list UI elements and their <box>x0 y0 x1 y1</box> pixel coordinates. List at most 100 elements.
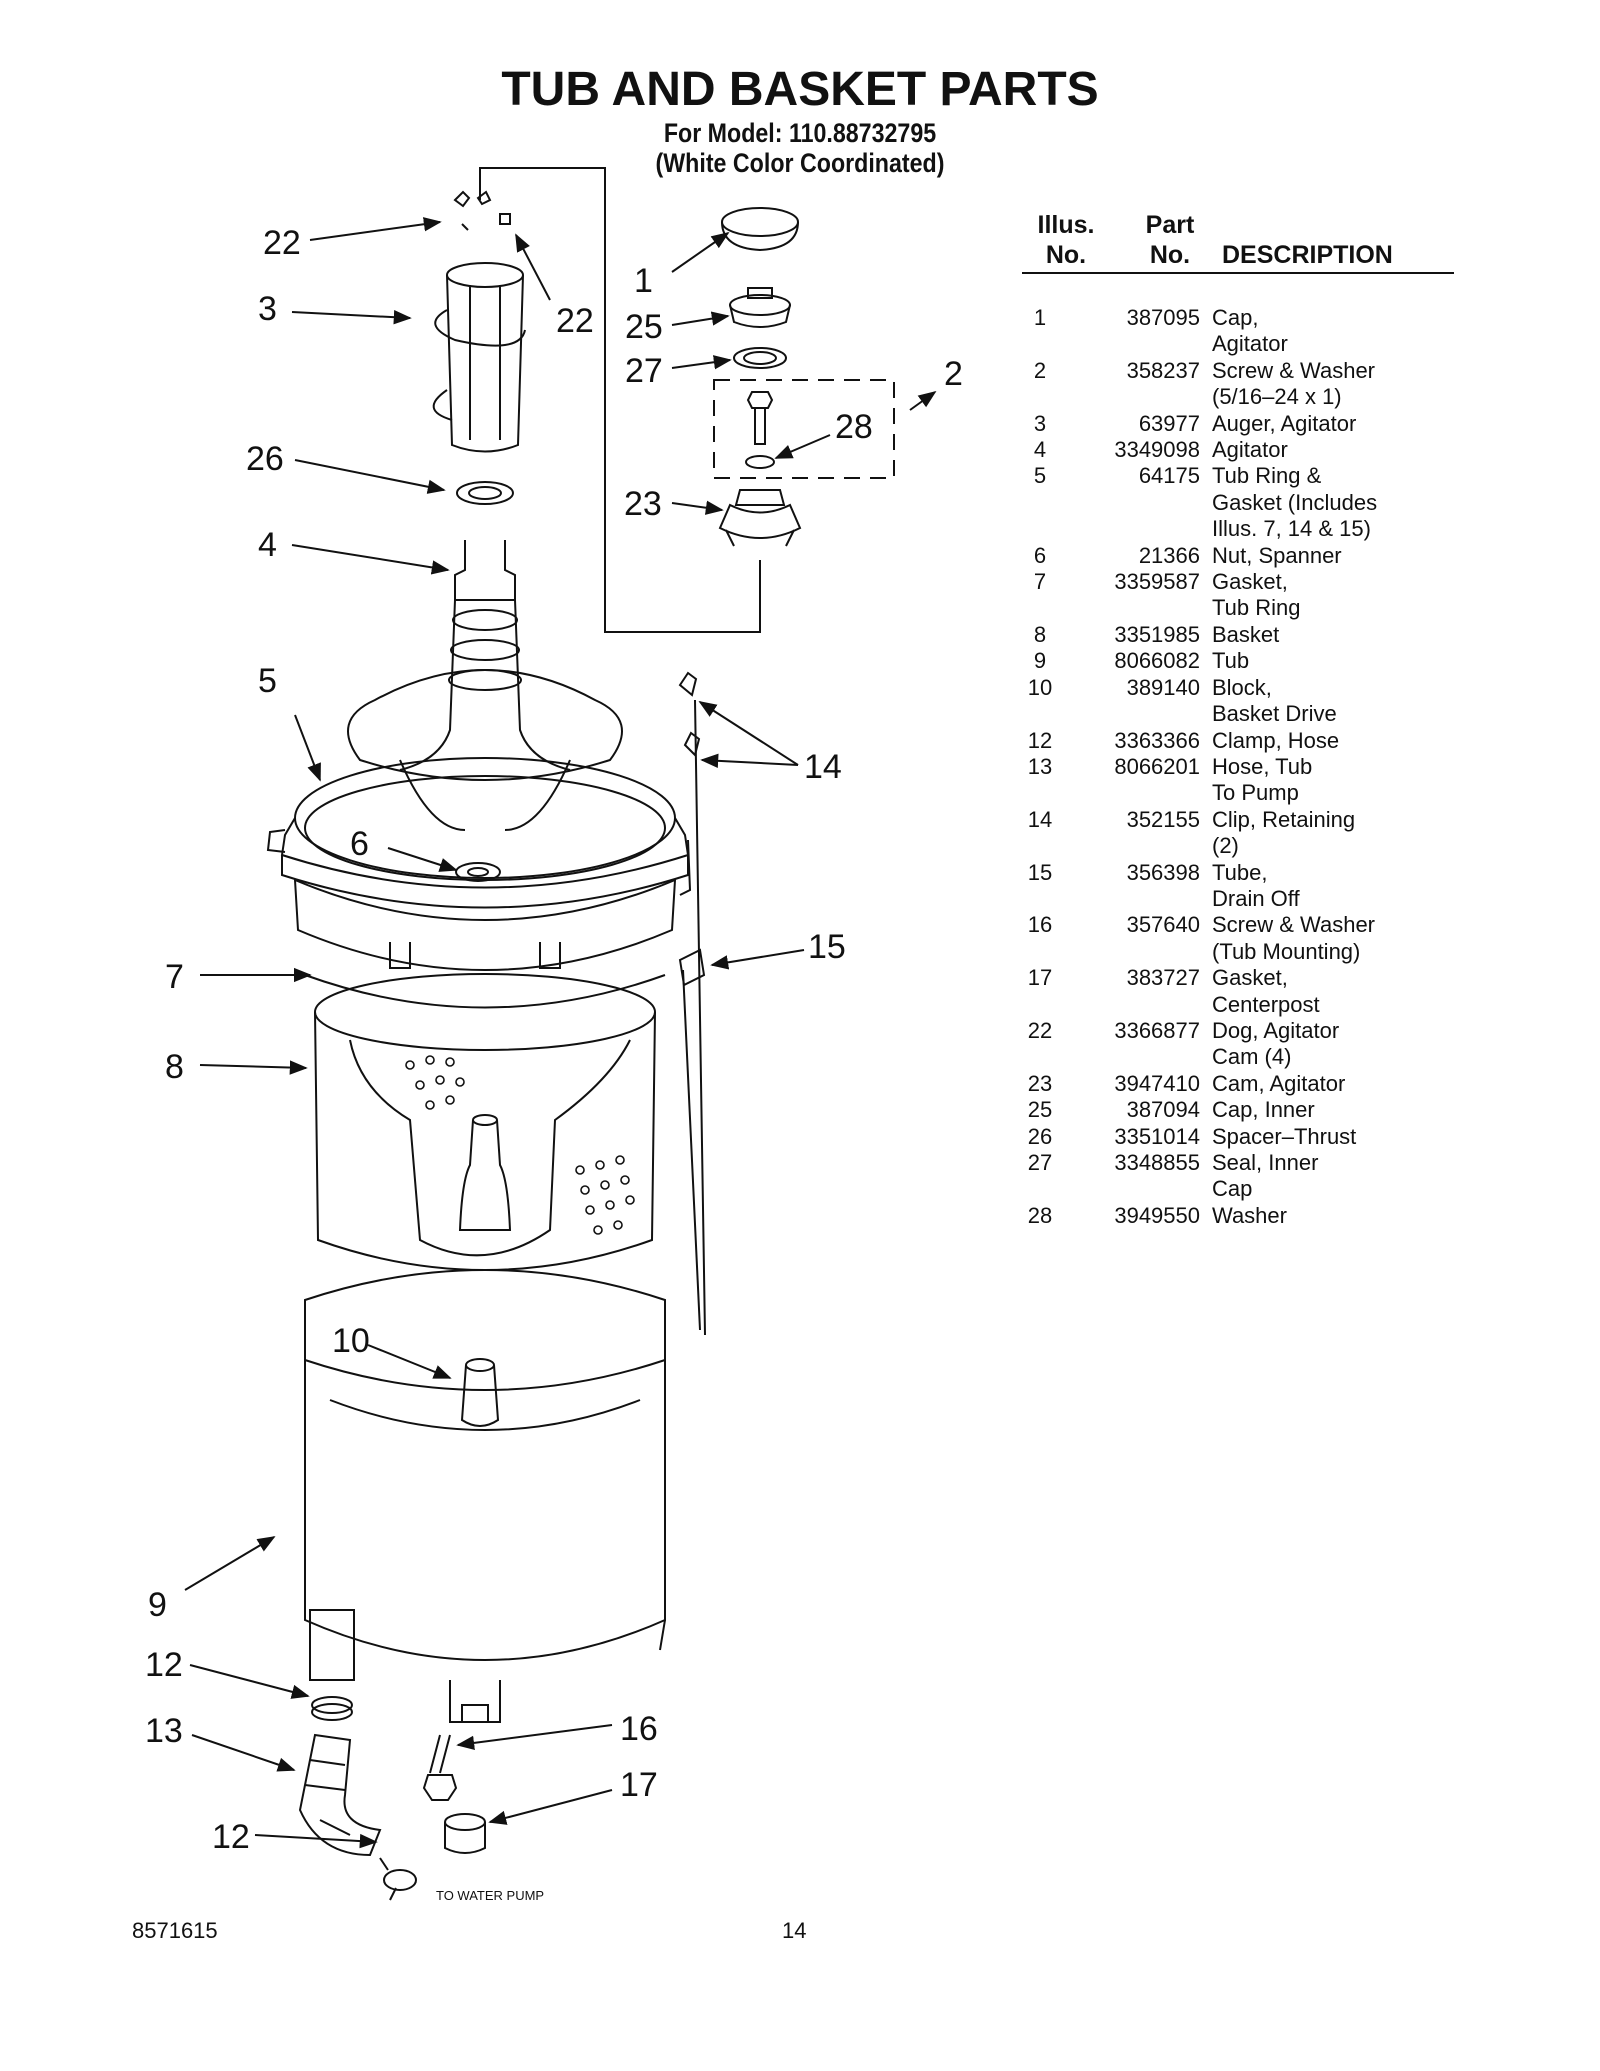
page-number: 14 <box>782 1918 807 1943</box>
agitator-cap-part <box>721 207 799 252</box>
part-description: Cap, Inner <box>1212 1097 1315 1123</box>
parts-row: 5 64175 Tub Ring & Gasket (Includes Illus.… <box>1010 463 1450 542</box>
callout-3: 3 <box>258 290 277 328</box>
basket-perforations <box>405 1055 635 1235</box>
illus-number: 17 <box>1027 965 1053 991</box>
drain-tube-part <box>678 699 706 1336</box>
part-number: 3351985 <box>1114 621 1200 647</box>
illus-number: 28 <box>1027 1202 1053 1228</box>
illus-number: 8 <box>1033 621 1047 647</box>
callout-26: 26 <box>246 440 284 478</box>
part-description: Cap, Agitator <box>1212 305 1288 357</box>
hose-clamp-lower-part <box>379 1857 417 1901</box>
part-description: Hose, Tub To Pump <box>1212 753 1313 806</box>
part-number: 389140 <box>1126 674 1200 700</box>
illus-number: 5 <box>1033 463 1047 489</box>
callout-9: 9 <box>148 1586 167 1624</box>
agitator-dog-parts <box>453 190 511 231</box>
part-number: 64175 <box>1138 463 1200 489</box>
part-description: Auger, Agitator <box>1212 410 1357 436</box>
illus-number: 14 <box>1027 806 1053 832</box>
part-number: 21366 <box>1138 542 1200 568</box>
inner-cap-part <box>729 287 791 328</box>
parts-row: 27 3348855 Seal, Inner Cap <box>1010 1150 1450 1203</box>
parts-row: 3 63977 Auger, Agitator <box>1010 411 1450 437</box>
illus-number: 1 <box>1033 305 1047 330</box>
part-description: Seal, Inner Cap <box>1212 1150 1319 1202</box>
tub-hose-part <box>298 1733 382 1857</box>
callout-5: 5 <box>258 662 277 700</box>
tub-ring-gasket-part <box>293 878 677 1009</box>
part-number: 3349098 <box>1114 437 1200 463</box>
model-line: For Model: 110.88732795 <box>663 118 937 148</box>
illus-number: 2 <box>1033 357 1047 383</box>
part-number: 3363366 <box>1114 727 1200 753</box>
part-number: 63977 <box>1138 410 1200 436</box>
part-description: Gasket, Tub Ring <box>1212 569 1301 621</box>
part-description: Screw & Washer (5/16–24 x 1) <box>1212 357 1376 410</box>
illus-number: 27 <box>1027 1150 1053 1175</box>
part-description: Cam, Agitator <box>1212 1070 1346 1096</box>
callout-14: 14 <box>804 748 842 786</box>
col-illus-header: Illus. No. <box>1037 211 1095 269</box>
part-description: Screw & Washer (Tub Mounting) <box>1212 912 1376 964</box>
agitator-part <box>347 540 623 831</box>
part-number: 356398 <box>1126 859 1200 885</box>
illus-number: 16 <box>1027 912 1053 938</box>
callout-15: 15 <box>808 928 846 966</box>
callout-22-right: 22 <box>556 302 594 340</box>
callout-22-left: 22 <box>263 224 301 262</box>
doc-number: 8571615 <box>132 1918 218 1943</box>
auger-part <box>432 262 526 453</box>
parts-row: 15 356398 Tube, Drain Off <box>1010 860 1450 913</box>
callout-17: 17 <box>620 1766 658 1804</box>
callout-28: 28 <box>835 408 873 446</box>
tub-ring-part <box>266 757 692 909</box>
part-description: Washer <box>1212 1202 1287 1228</box>
callout-1: 1 <box>634 262 653 300</box>
callout-13: 13 <box>145 1712 183 1750</box>
part-number: 3348855 <box>1114 1150 1200 1175</box>
screw-part <box>746 391 774 445</box>
part-description: Gasket, Centerpost <box>1212 965 1320 1017</box>
callout-12-lower: 12 <box>212 1818 250 1856</box>
thrust-spacer-part <box>456 481 514 505</box>
illus-number: 10 <box>1027 674 1053 700</box>
part-description: Clamp, Hose <box>1212 727 1340 753</box>
part-description: Tub Ring & Gasket (Includes Illus. 7, 14… <box>1212 463 1378 542</box>
part-description: Tub <box>1212 648 1250 674</box>
callout-2: 2 <box>944 355 963 393</box>
part-description: Spacer–Thrust <box>1212 1123 1357 1149</box>
part-number: 8066201 <box>1114 753 1200 779</box>
callout-10: 10 <box>332 1322 370 1360</box>
illus-number: 25 <box>1027 1097 1053 1123</box>
part-number: 387095 <box>1126 305 1200 330</box>
part-number: 352155 <box>1126 806 1200 832</box>
col-desc-header: DESCRIPTION <box>1222 241 1393 269</box>
basket-drive-block-part <box>460 1358 500 1427</box>
illus-number: 15 <box>1027 859 1053 885</box>
part-description: Block, Basket Drive <box>1212 674 1337 727</box>
callout-6: 6 <box>350 825 369 863</box>
illus-number: 22 <box>1027 1017 1053 1043</box>
part-description: Tube, Drain Off <box>1212 859 1300 911</box>
part-number: 3947410 <box>1114 1070 1200 1096</box>
illus-number: 26 <box>1027 1123 1053 1149</box>
part-number: 3359587 <box>1114 569 1200 595</box>
illus-number: 3 <box>1033 410 1047 436</box>
part-number: 3351014 <box>1114 1123 1200 1149</box>
illus-number: 9 <box>1033 648 1047 674</box>
part-description: Clip, Retaining (2) <box>1212 806 1356 859</box>
